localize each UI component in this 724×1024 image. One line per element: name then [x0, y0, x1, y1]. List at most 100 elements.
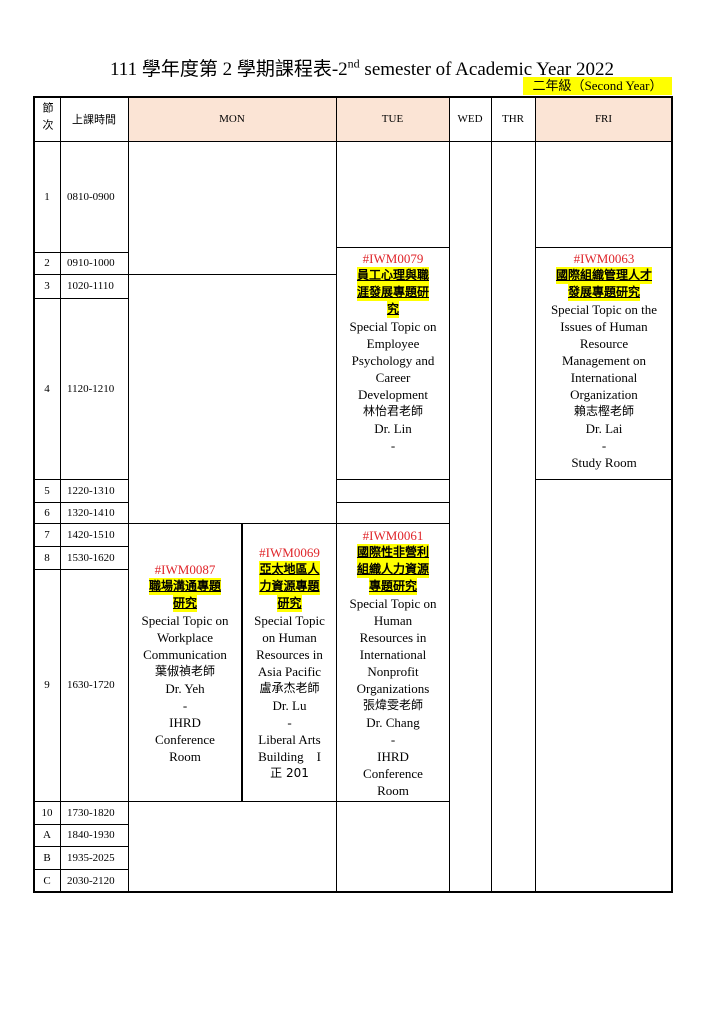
period-time: 1935-2025: [67, 851, 115, 864]
row-line: [33, 502, 128, 503]
course-en-title: International: [359, 646, 427, 662]
period-num: 10: [41, 806, 53, 819]
course-zh-title: 研究: [277, 594, 302, 612]
period-time: 1220-1310: [67, 484, 115, 497]
course-room: Room: [169, 748, 201, 764]
course-teacher-en: Dr. Yeh: [165, 680, 205, 696]
period-time: 1730-1820: [67, 806, 115, 819]
course-room: Room: [377, 782, 409, 798]
period-time: 0910-1000: [67, 257, 115, 269]
row-line: [33, 298, 128, 299]
period-time: 1530-1620: [67, 551, 115, 564]
header-fri-bg: [535, 97, 672, 141]
header-thr: THR: [502, 113, 524, 125]
period-time: 0810-0900: [67, 190, 115, 203]
course-room: Conference: [363, 765, 423, 781]
header-fri: FRI: [594, 113, 613, 125]
period-num: 9: [44, 679, 50, 691]
row-line: [33, 479, 128, 480]
course-code: #IWM0087: [154, 561, 216, 577]
mon-line: [128, 801, 336, 802]
course-teacher: 賴志樫老師: [573, 404, 634, 418]
course-teacher: 葉俶禎老師: [154, 663, 215, 678]
header-tue: TUE: [381, 113, 404, 125]
course-room: IHRD: [377, 748, 409, 764]
header-mon-bg: [128, 97, 336, 141]
course-zh-title: 國際性非營利: [356, 543, 429, 561]
period-num: 2: [44, 257, 50, 269]
row-line: [33, 824, 128, 825]
period-time: 1120-1210: [67, 382, 115, 395]
fri-line: [535, 247, 672, 248]
mon-line: [128, 523, 336, 524]
course-en-title: Resources in: [359, 629, 427, 645]
course-teacher: 盧承杰老師: [259, 680, 320, 695]
fri-line: [535, 479, 672, 480]
course-code: #IWM0079: [362, 251, 424, 266]
course-zh-title: 力資源專題: [259, 577, 320, 595]
tue-line: [336, 479, 449, 480]
course-zh-title: 亞太地區人: [259, 560, 320, 578]
period-num: B: [43, 851, 51, 864]
course-sep: -: [601, 438, 607, 453]
col-line: [535, 96, 536, 893]
row-line: [33, 569, 128, 570]
tue-line: [336, 247, 449, 248]
course-code: #IWM0069: [259, 544, 320, 560]
col-line: [491, 96, 492, 893]
course-en-title: on Human: [262, 629, 317, 645]
col-line: [336, 96, 337, 893]
period-num: 7: [44, 528, 50, 541]
header-wed: WED: [457, 113, 483, 125]
course-en-title: Special Topic on: [349, 319, 437, 334]
course-tue-iwm0079: #IWM0079 員工心理與職 涯發展專題研 究 Special Topic o…: [337, 248, 449, 479]
row-line: [33, 274, 128, 275]
course-teacher: 張煒雯老師: [362, 697, 423, 712]
course-en-title: Special Topic on: [141, 612, 229, 628]
course-mon-iwm0069: #IWM0069 亞太地區人 力資源專題 研究 Special Topic on…: [243, 524, 336, 801]
course-zh-title: 專題研究: [368, 577, 417, 595]
course-en-title: Workplace: [157, 629, 213, 645]
course-en-title: Organization: [570, 387, 638, 402]
course-teacher-en: Dr. Lin: [374, 421, 412, 436]
period-num: 6: [44, 506, 50, 519]
period-num: 4: [44, 382, 50, 395]
row-line: [33, 801, 128, 802]
course-en-title: Psychology and: [351, 353, 435, 368]
course-en-title: Career: [375, 370, 411, 385]
course-en-title: Special Topic on the: [550, 302, 658, 317]
course-room: Building I: [258, 748, 321, 764]
period-time: 1320-1410: [67, 506, 115, 519]
course-zh-title: 組織人力資源: [356, 560, 429, 578]
course-room: IHRD: [169, 714, 201, 730]
period-num: 8: [44, 551, 50, 564]
header-time: 上課時間: [72, 114, 116, 126]
course-en-title: Communication: [143, 646, 227, 662]
course-zh-title: 涯發展專題研: [356, 284, 429, 301]
period-num: 3: [44, 280, 50, 292]
tue-line: [336, 801, 449, 802]
course-sep: -: [182, 697, 188, 713]
course-zh-title: 發展專題研究: [567, 284, 640, 301]
year-label: 二年級（Second Year）: [523, 77, 672, 95]
course-en-title: Resources in: [256, 646, 323, 662]
header-period: 節次: [41, 102, 53, 136]
course-room: Liberal Arts: [258, 731, 321, 747]
course-teacher-en: Dr. Chang: [366, 714, 420, 730]
course-zh-title: 國際組織管理人才: [555, 267, 652, 284]
course-en-title: Organizations: [356, 680, 430, 696]
table-border: [33, 96, 673, 893]
period-num: 1: [44, 190, 50, 203]
course-en-title: Issues of Human: [560, 319, 648, 334]
course-zh-title: 員工心理與職: [356, 267, 429, 284]
period-num: A: [43, 829, 51, 841]
tue-line: [336, 523, 449, 524]
course-room: 正 201: [270, 765, 309, 780]
period-time: 1630-1720: [67, 679, 115, 691]
course-room: Study Room: [571, 455, 637, 470]
col-line: [449, 96, 450, 893]
course-sep: -: [287, 714, 292, 730]
course-room: Conference: [155, 731, 215, 747]
course-teacher-en: Dr. Lai: [585, 421, 623, 436]
course-code: #IWM0063: [573, 251, 635, 266]
